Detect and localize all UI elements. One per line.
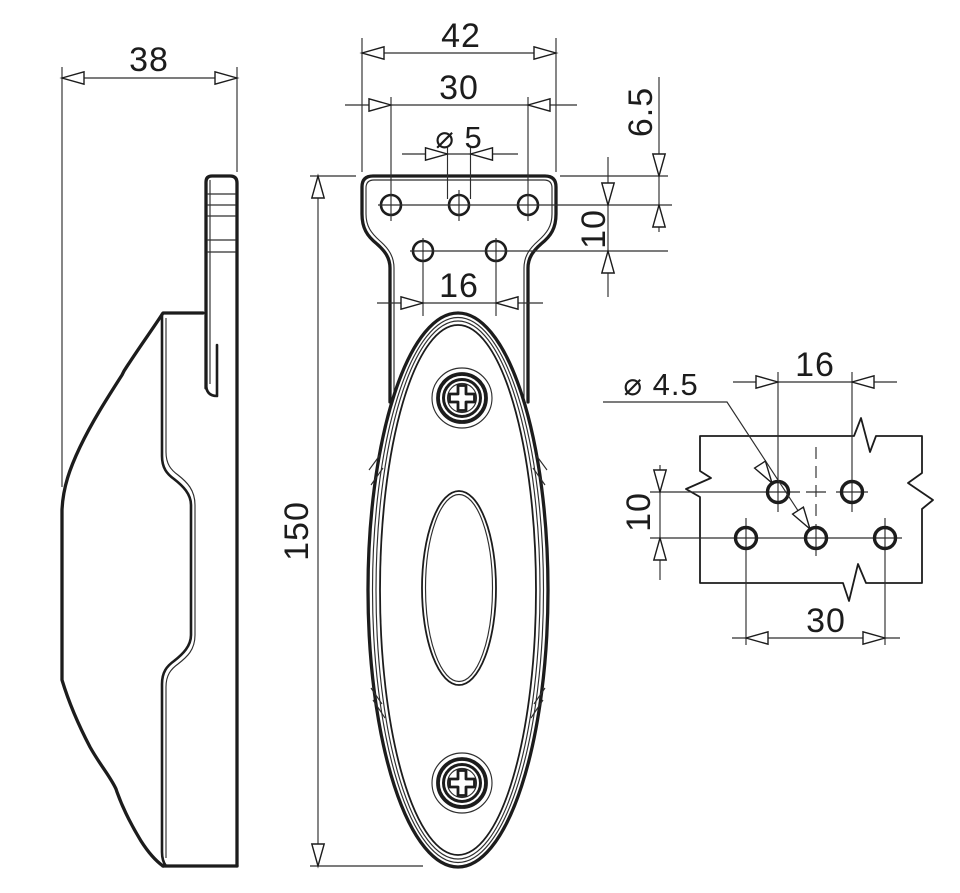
dim-label-edge-to-holes: 6.5	[622, 87, 660, 137]
template-panel-outline	[685, 417, 934, 602]
front-bracket	[360, 174, 558, 404]
dim-template-upper-span: 16	[733, 346, 897, 390]
side-back-plate	[161, 174, 239, 868]
dim-edge-to-holes: 6.5	[560, 77, 668, 232]
dim-label-template-row-gap: 10	[620, 492, 658, 532]
dim-template-hole-dia: ⌀ 4.5	[603, 367, 812, 532]
dim-label-top-hole-dia: ⌀ 5	[435, 120, 483, 155]
dim-label-lower-hole-span: 16	[439, 267, 479, 305]
dim-top-hole-dia: ⌀ 5	[402, 120, 518, 199]
dim-label-overall-height: 150	[278, 501, 316, 561]
front-bracket-holes-row2	[410, 238, 668, 316]
dim-label-template-lower-span: 30	[806, 602, 846, 640]
dim-template-row-gap: 10	[620, 465, 668, 580]
phillips-screw-icon	[448, 769, 476, 797]
dim-label-top-hole-span: 30	[439, 69, 479, 107]
template-centerlines	[650, 372, 902, 645]
dim-label-bracket-width: 42	[441, 17, 481, 55]
front-oval-body	[366, 311, 550, 869]
front-lens-window	[421, 490, 497, 686]
drill-template-view: 16 ⌀ 4.5 10 30	[603, 346, 934, 646]
dim-top-hole-span: 30	[345, 69, 577, 113]
front-screw-bottom	[431, 752, 493, 814]
dim-label-hole-row-gap: 10	[575, 209, 613, 249]
dim-label-template-hole-dia: ⌀ 4.5	[623, 367, 698, 402]
dim-hole-row-gap: 10	[575, 157, 616, 297]
dim-side-depth: 38	[59, 41, 240, 487]
side-view: 38	[59, 41, 240, 868]
dim-overall-height: 150	[278, 173, 423, 869]
dim-lower-hole-span: 16	[377, 267, 543, 311]
front-bracket-holes-row1	[378, 97, 672, 221]
side-body-outline	[60, 311, 205, 868]
dim-label-template-upper-span: 16	[795, 346, 835, 384]
front-view: 42 30 ⌀ 5 16 6.5	[278, 17, 672, 869]
template-holes	[733, 479, 898, 551]
front-screw-top	[431, 367, 493, 429]
phillips-screw-icon	[448, 384, 476, 412]
dim-template-lower-span: 30	[732, 602, 900, 646]
dim-label-side-depth: 38	[129, 41, 169, 79]
